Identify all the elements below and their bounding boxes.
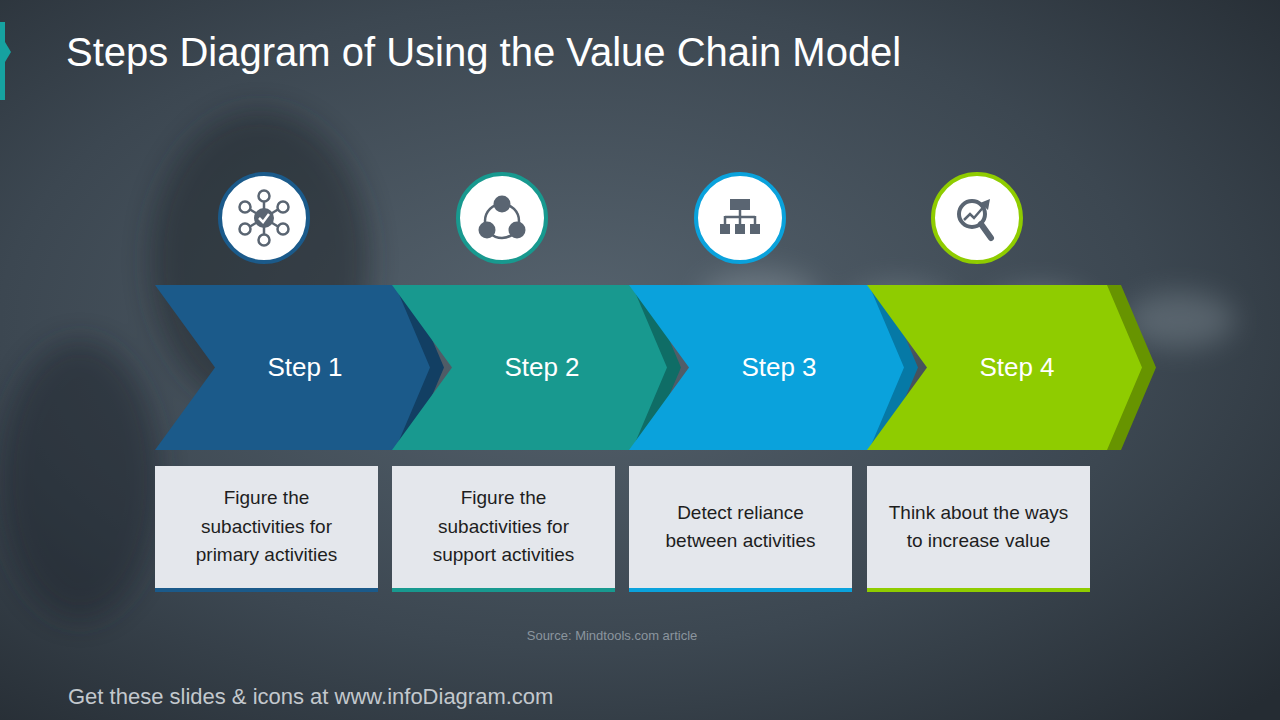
step-description: Think about the ways to increase value [883,499,1074,556]
chevron-face [867,285,1142,450]
icon-circle [933,174,1021,262]
chevron-face [392,285,667,450]
org-box [750,224,760,234]
footer-watermark: Get these slides & icons at www.infoDiag… [68,684,553,710]
step-description-box: Figure the subactivities for primary act… [155,466,378,592]
chain-photo [0,110,1235,620]
icon-circle [458,174,546,262]
step-chevron: Step 3 [629,285,919,450]
cycle-dot [479,222,496,239]
icon-circle [220,174,308,262]
step-chevron: Step 1 [155,285,445,450]
chevron-face [155,285,430,450]
org-lines [725,210,755,224]
network-lines [240,191,289,246]
cycle-icon [458,174,546,262]
org-box [730,199,750,210]
icon-circle [696,174,784,262]
org-box [720,224,730,234]
step-description-box: Detect reliance between activities [629,466,852,592]
step-description: Figure the subactivities for support act… [408,484,599,570]
step-label: Step 1 [267,352,342,383]
slide-title: Steps Diagram of Using the Value Chain M… [66,30,901,75]
step-description-box: Think about the ways to increase value [867,466,1090,592]
growth-arrow [964,204,986,220]
accent-tick [5,42,11,62]
step-description: Figure the subactivities for primary act… [171,484,362,570]
step-description: Detect reliance between activities [645,499,836,556]
org-box [735,224,745,234]
chevron-face [629,285,904,450]
magnifier-handle [981,224,991,238]
growth-search-icon [933,174,1021,262]
step-label: Step 4 [979,352,1054,383]
network-icon [220,174,308,262]
step-label: Step 2 [504,352,579,383]
source-note: Source: Mindtools.com article [527,628,698,643]
hand-shadow [0,340,160,620]
check-mark [259,214,269,222]
cycle-dot [494,196,511,213]
accent-bar [0,22,5,100]
growth-arrowhead [980,199,990,210]
network-hub [254,208,274,228]
step-label: Step 3 [741,352,816,383]
org-chart-icon [696,174,784,262]
step-chevron: Step 2 [392,285,682,450]
step-chevron: Step 4 [867,285,1157,450]
cycle-dot [509,222,526,239]
step-description-box: Figure the subactivities for support act… [392,466,615,592]
